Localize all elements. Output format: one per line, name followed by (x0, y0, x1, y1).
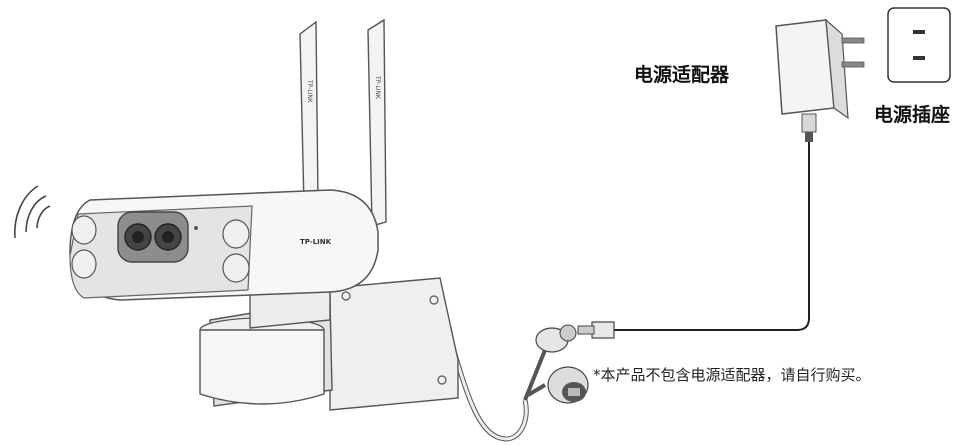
adapter-not-included-note: *本产品不包含电源适配器，请自行购买。 (593, 366, 871, 384)
power-cable (612, 142, 810, 331)
antenna-brand-text-2: TP-LINK (374, 75, 381, 100)
dc-plug (577, 321, 615, 339)
camera-illustration: TP-LINK (69, 189, 379, 329)
power-adapter-label: 电源适配器 (634, 64, 730, 86)
antenna-brand-text: TP-LINK (306, 79, 313, 104)
wall-mount-bracket (199, 277, 459, 411)
camera-pigtail (437, 309, 589, 442)
wifi-signal-icon (14, 185, 51, 239)
camera-brand-text: TP-LINK (300, 238, 332, 246)
power-socket-icon (887, 7, 951, 83)
power-socket-label: 电源插座 (874, 104, 951, 126)
antennas: TP-LINK TP-LINK (299, 18, 387, 227)
power-adapter-icon (775, 18, 865, 142)
